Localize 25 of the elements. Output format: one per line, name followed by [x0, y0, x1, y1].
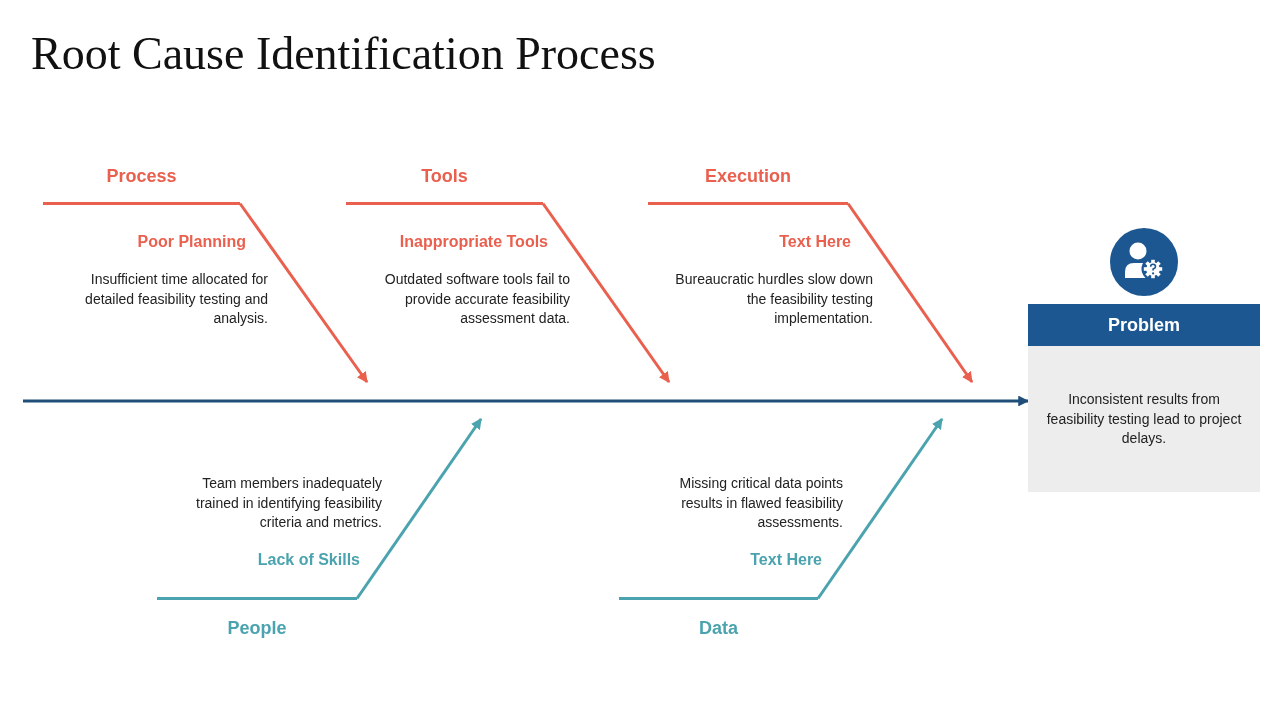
cause-heading: Inappropriate Tools	[399, 232, 548, 252]
cause-heading: Text Here	[779, 232, 851, 252]
cause-description: Bureaucratic hurdles slow down the feasibility testing implementation.	[674, 270, 873, 328]
category-header: Data	[619, 597, 818, 643]
bone-arrow	[355, 418, 483, 600]
cause-description: Missing critical data points results in flawed feasibility assessments.	[678, 474, 843, 532]
problem-description: Inconsistent results from feasibility testing lead to project delays.	[1045, 390, 1243, 448]
cause-heading: Lack of Skills	[257, 550, 360, 570]
problem-card	[1028, 304, 1260, 492]
cause-description: Outdated software tools fail to provide accurate feasibility assessment data.	[383, 270, 570, 328]
cause-heading: Poor Planning	[137, 232, 246, 252]
title: Root Cause Identification Process	[31, 27, 656, 81]
cause-description: Insufficient time allocated for detailed feasibility testing and analysis.	[84, 270, 268, 328]
bone-arrow	[238, 202, 369, 383]
spine-arrow	[23, 395, 1030, 407]
category-header: Tools	[346, 161, 543, 205]
cause-description: Team members inadequately trained in identifying feasibility criteria and metrics.	[195, 474, 382, 532]
category-header: People	[157, 597, 357, 643]
card-header: Problem	[1028, 304, 1260, 346]
bone-arrow	[541, 202, 671, 383]
cause-heading: Text Here	[750, 550, 822, 570]
bone-arrow	[846, 202, 974, 383]
category-header: Process	[43, 161, 240, 205]
bone-arrow	[816, 418, 944, 600]
category-header: Execution	[648, 161, 848, 205]
